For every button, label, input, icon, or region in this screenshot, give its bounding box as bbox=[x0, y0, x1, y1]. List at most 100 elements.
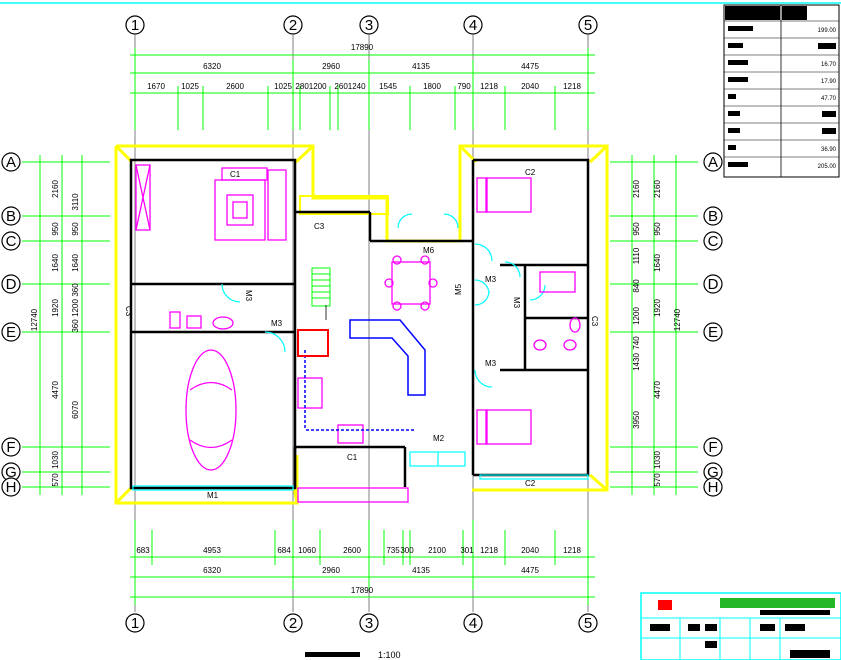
axis-row-right-B-label: B bbox=[708, 208, 718, 225]
axis-col-top-1-label: 1 bbox=[131, 17, 139, 34]
furniture bbox=[135, 164, 581, 503]
dim-bot-detail-9: 301 bbox=[460, 546, 474, 555]
dim-top-detail-11: 2040 bbox=[521, 82, 539, 91]
label-m2: M2 bbox=[433, 434, 445, 443]
dim-right-inner-1: 2160 bbox=[653, 180, 662, 198]
stove-appliance bbox=[297, 329, 329, 357]
axis-row-left-H-label: H bbox=[6, 479, 17, 496]
title-block bbox=[640, 592, 841, 660]
dim-left-inner-2: 950 bbox=[51, 222, 60, 236]
dim-right-outer-3: 1110 bbox=[632, 247, 641, 264]
dim-top-detail-4: 1025 bbox=[274, 82, 292, 91]
dim-left-inner-3: 1640 bbox=[51, 254, 60, 272]
stat-value-8: 36.90 bbox=[821, 147, 837, 153]
label-c2-bottom: C2 bbox=[525, 479, 536, 488]
axis-col-bottom-3: 3 bbox=[359, 613, 379, 633]
dim-bot-span-3: 4135 bbox=[412, 566, 430, 575]
axis-row-left-C-label: C bbox=[6, 233, 17, 250]
label-m5: M5 bbox=[454, 283, 463, 295]
axis-col-bottom-5: 5 bbox=[578, 613, 598, 633]
axis-row-left-D-label: D bbox=[6, 276, 17, 293]
column-axis-bottom: 1 2 3 4 5 bbox=[125, 613, 598, 633]
axis-col-top-3: 3 bbox=[359, 15, 379, 35]
axis-col-top-5-label: 5 bbox=[584, 17, 592, 34]
axis-col-top-1: 1 bbox=[125, 15, 145, 35]
stat-value-3: 16.70 bbox=[821, 62, 837, 68]
dim-right-outer-2: 950 bbox=[632, 222, 641, 236]
axis-col-top-3-label: 3 bbox=[365, 17, 373, 34]
axis-col-top-5: 5 bbox=[578, 15, 598, 35]
axis-row-right-C: C bbox=[703, 231, 723, 251]
axis-col-bottom-5-label: 5 bbox=[584, 615, 592, 632]
staircase bbox=[311, 267, 331, 307]
dim-right-inner-4: 1920 bbox=[653, 299, 662, 317]
axis-row-right-C-label: C bbox=[708, 233, 719, 250]
axis-row-right-H-label: H bbox=[708, 479, 719, 496]
dim-left-outer-4: 360 bbox=[71, 283, 80, 297]
axis-row-right-D-label: D bbox=[708, 276, 719, 293]
dim-right-inner-3: 1640 bbox=[653, 254, 662, 272]
stat-value-9: 205.00 bbox=[818, 164, 837, 170]
axis-col-bottom-1-label: 1 bbox=[131, 615, 139, 632]
dim-left-outer-5: 1200 bbox=[71, 299, 80, 317]
bottom-dimension-lines bbox=[130, 520, 595, 605]
label-m3-living: M3 bbox=[271, 319, 283, 328]
dim-bot-total: 17890 bbox=[351, 586, 374, 595]
dim-bot-span-4: 4475 bbox=[521, 566, 539, 575]
label-m3-bed1: M3 bbox=[485, 275, 497, 284]
axis-col-bottom-4: 4 bbox=[463, 613, 483, 633]
label-c2-top: C2 bbox=[525, 168, 536, 177]
dim-left-outer-6: 360 bbox=[71, 319, 80, 333]
dim-left-total: 12740 bbox=[30, 308, 39, 331]
dim-bot-detail-12: 1218 bbox=[563, 546, 581, 555]
dim-left-inner-6: 1030 bbox=[51, 451, 60, 469]
axis-col-bottom-4-label: 4 bbox=[469, 615, 477, 632]
dim-top-detail-10: 1218 bbox=[480, 82, 498, 91]
axis-row-left-B-label: B bbox=[6, 208, 16, 225]
stat-value-1: 199.00 bbox=[818, 28, 837, 34]
dim-right-outer-6: 740 bbox=[632, 336, 641, 350]
axis-row-right-E: E bbox=[703, 322, 723, 342]
dim-right-inner-7: 570 bbox=[653, 473, 662, 487]
area-statistics-table: 199.00 16.70 17.90 47.70 36.90 205.00 bbox=[723, 4, 840, 178]
axis-col-bottom-2-label: 2 bbox=[289, 615, 297, 632]
dim-top-span-2: 2960 bbox=[322, 62, 340, 71]
dim-top-detail-5: 2801200 bbox=[295, 82, 327, 91]
axis-row-left-E-label: E bbox=[6, 324, 16, 341]
stat-value-4: 17.90 bbox=[821, 79, 837, 85]
axis-col-top-4: 4 bbox=[463, 15, 483, 35]
axis-col-bottom-3-label: 3 bbox=[365, 615, 373, 632]
axis-row-left-D: D bbox=[1, 274, 21, 294]
label-m1: M1 bbox=[207, 491, 219, 500]
axis-row-right-G-label: G bbox=[707, 464, 719, 481]
dim-right-outer-1: 2160 bbox=[632, 180, 641, 198]
company-logo-icon bbox=[658, 600, 672, 610]
axis-row-right-D: D bbox=[703, 274, 723, 294]
axis-row-left-F: F bbox=[1, 437, 21, 457]
dim-bot-span-1: 6320 bbox=[203, 566, 221, 575]
dim-right-outer-5: 1200 bbox=[632, 307, 641, 325]
axis-row-right-B: B bbox=[703, 206, 723, 226]
axis-col-top-2-label: 2 bbox=[289, 17, 297, 34]
drawing-scale: 1:100 bbox=[378, 650, 401, 660]
left-dimension-lines bbox=[22, 155, 110, 495]
dim-top-detail-12: 1218 bbox=[563, 82, 581, 91]
axis-row-left-F-label: F bbox=[6, 439, 15, 456]
axis-col-top-4-label: 4 bbox=[469, 17, 477, 34]
axis-row-right-H: H bbox=[703, 477, 723, 497]
walls bbox=[129, 158, 590, 490]
dim-right-outer-7: 1430 bbox=[632, 353, 641, 371]
dim-right-inner-5: 4470 bbox=[653, 381, 662, 399]
doors bbox=[132, 213, 589, 491]
dim-bot-detail-4: 1060 bbox=[298, 546, 316, 555]
label-m6: M6 bbox=[423, 246, 435, 255]
axis-col-top-2: 2 bbox=[283, 15, 303, 35]
axis-row-left-G-label: G bbox=[5, 464, 17, 481]
dim-right-total: 12740 bbox=[673, 308, 682, 331]
axis-row-right-E-label: E bbox=[708, 324, 718, 341]
dim-right-outer-8: 3950 bbox=[632, 411, 641, 429]
dim-top-detail-7: 1545 bbox=[379, 82, 397, 91]
axis-row-left-H: H bbox=[1, 477, 21, 497]
dim-right-inner-6: 1030 bbox=[653, 451, 662, 469]
top-dimension-lines bbox=[130, 48, 595, 130]
